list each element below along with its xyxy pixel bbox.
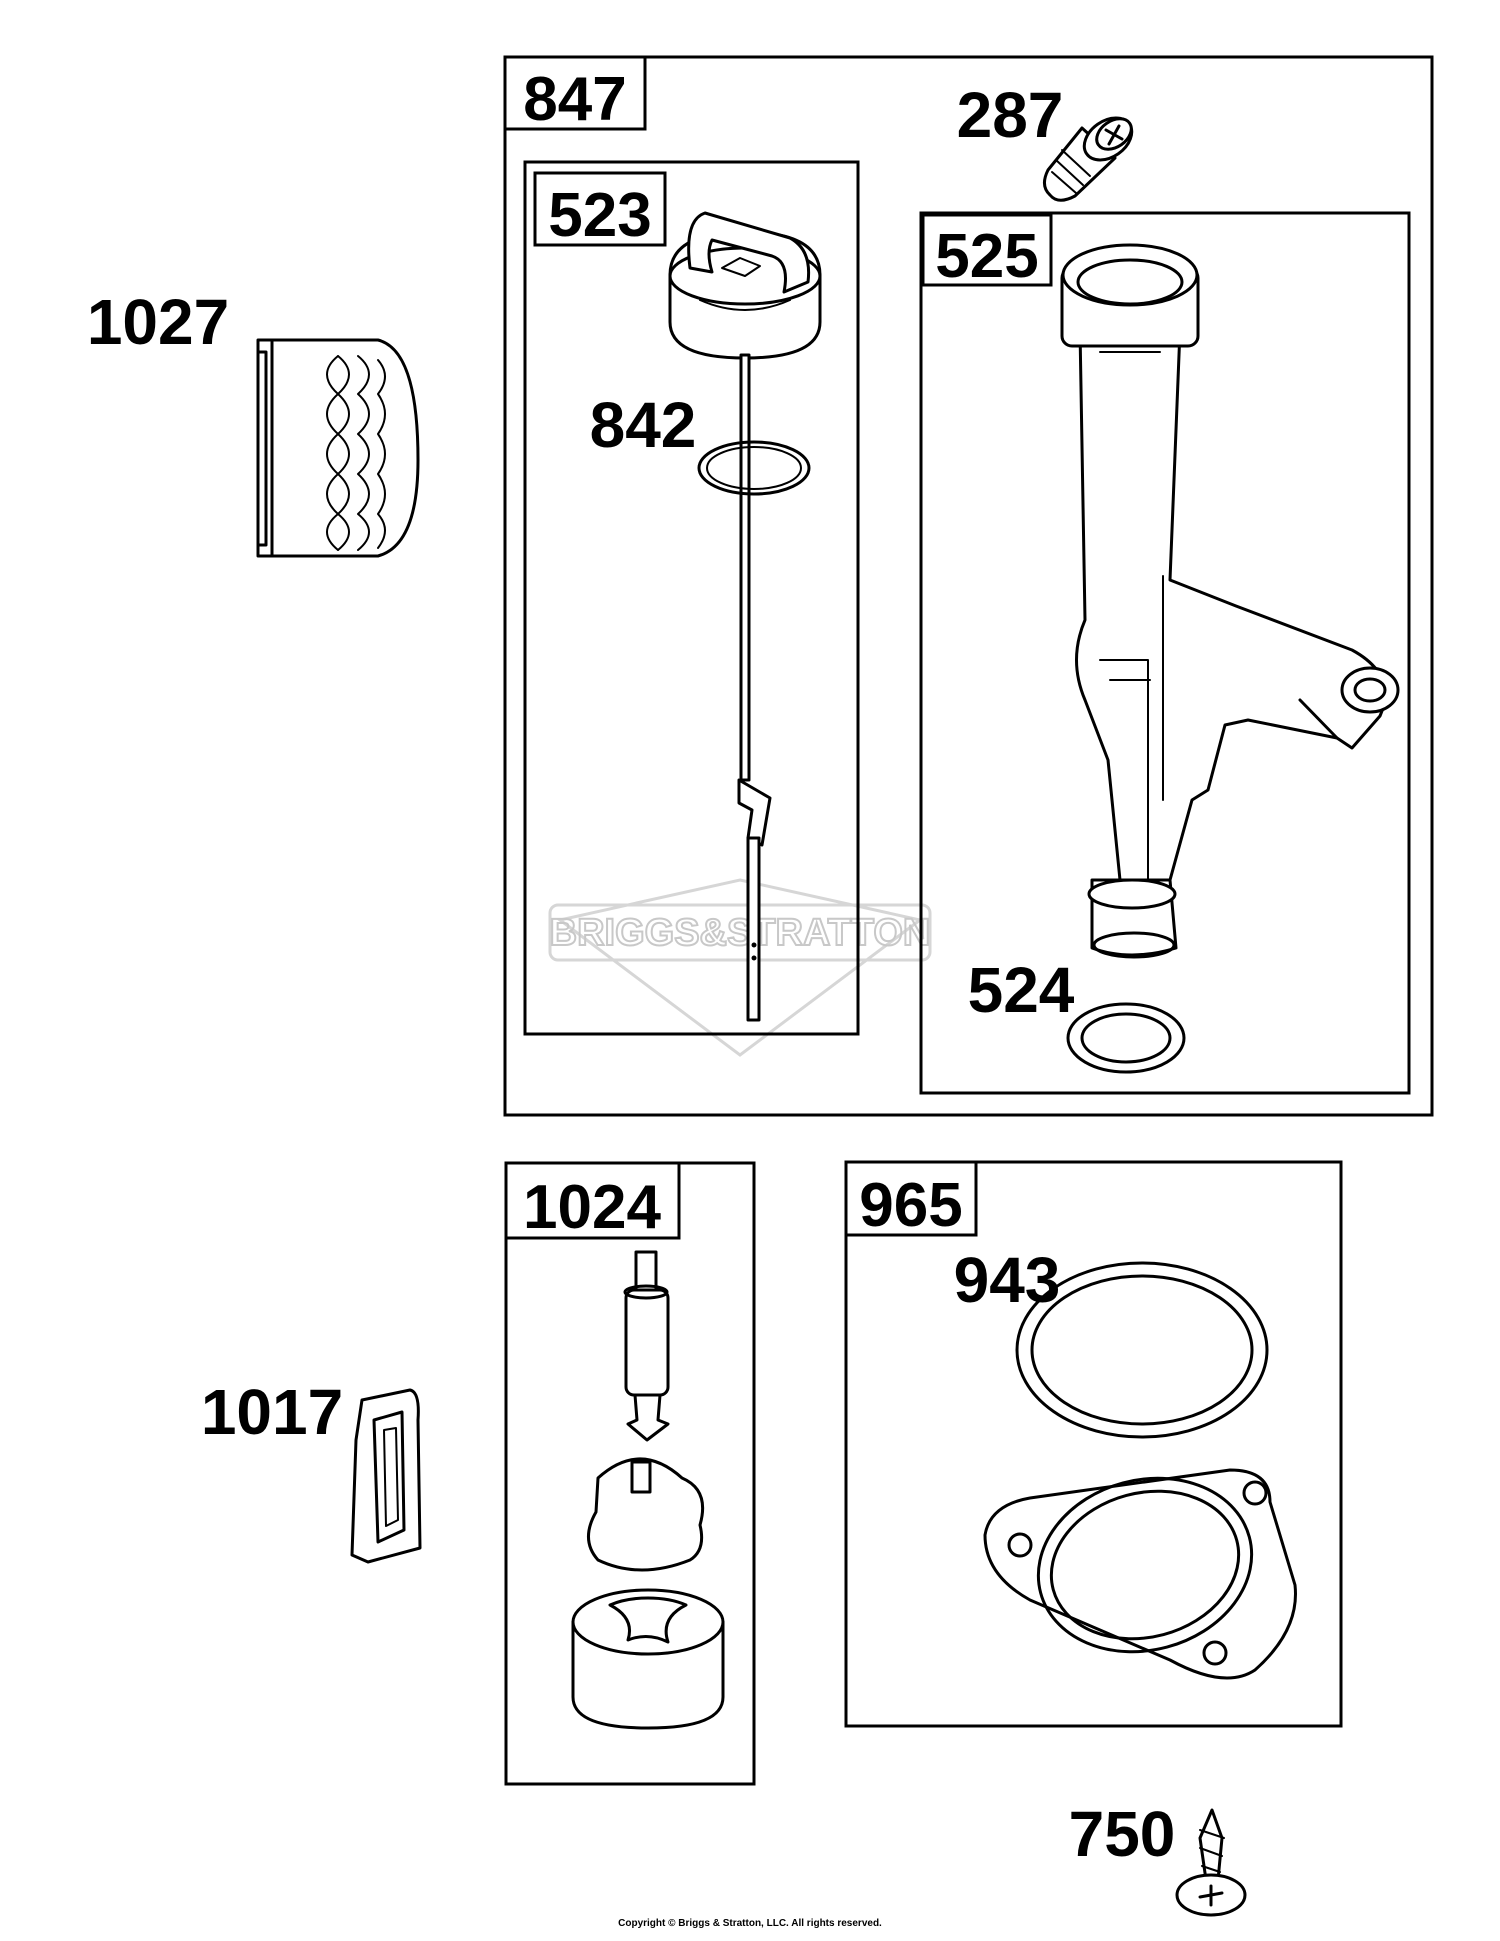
part-label-943: 943 <box>954 1244 1061 1316</box>
gasket-943-drawing <box>1015 1261 1269 1439</box>
oil-pump-rotor-drawing <box>587 1457 705 1572</box>
o-ring-524-drawing <box>1066 1002 1186 1074</box>
oil-pump-shaft-drawing <box>623 1250 670 1442</box>
screw-287-drawing <box>1043 116 1134 202</box>
part-label-1017: 1017 <box>201 1376 343 1448</box>
part-label-1027: 1027 <box>87 286 229 358</box>
kit-box-523: 523 <box>523 160 860 1036</box>
box-label-847: 847 <box>523 65 626 134</box>
box-label-523: 523 <box>548 181 651 250</box>
screw-750-drawing <box>1175 1808 1247 1917</box>
part-label-524: 524 <box>968 954 1075 1026</box>
box-label-965: 965 <box>859 1171 962 1240</box>
dipstick-drawing <box>668 211 822 1022</box>
dipstick-tube-drawing <box>1060 243 1400 959</box>
watermark-text: BRIGGS&STRATTON <box>550 912 931 954</box>
part-label-750: 750 <box>1069 1798 1176 1870</box>
seal-1017-drawing <box>350 1388 422 1564</box>
oil-filter-drawing <box>256 338 420 558</box>
part-label-287: 287 <box>957 79 1064 151</box>
kit-box-525: 525 <box>919 211 1411 1095</box>
kit-box-847: 847 <box>503 55 1434 1117</box>
oil-pump-housing-drawing <box>571 1588 725 1730</box>
part-label-842: 842 <box>590 389 697 461</box>
kit-box-965: 965 <box>844 1160 1343 1728</box>
brand-watermark: BRIGGS&STRATTON <box>548 878 932 1057</box>
cover-plate-drawing <box>983 1468 1297 1680</box>
kit-box-1024: 1024 <box>504 1161 756 1786</box>
o-ring-842-drawing <box>697 440 811 496</box>
box-label-525: 525 <box>935 222 1038 291</box>
copyright-notice: Copyright © Briggs & Stratton, LLC. All … <box>618 1918 882 1929</box>
box-label-1024: 1024 <box>523 1173 661 1242</box>
